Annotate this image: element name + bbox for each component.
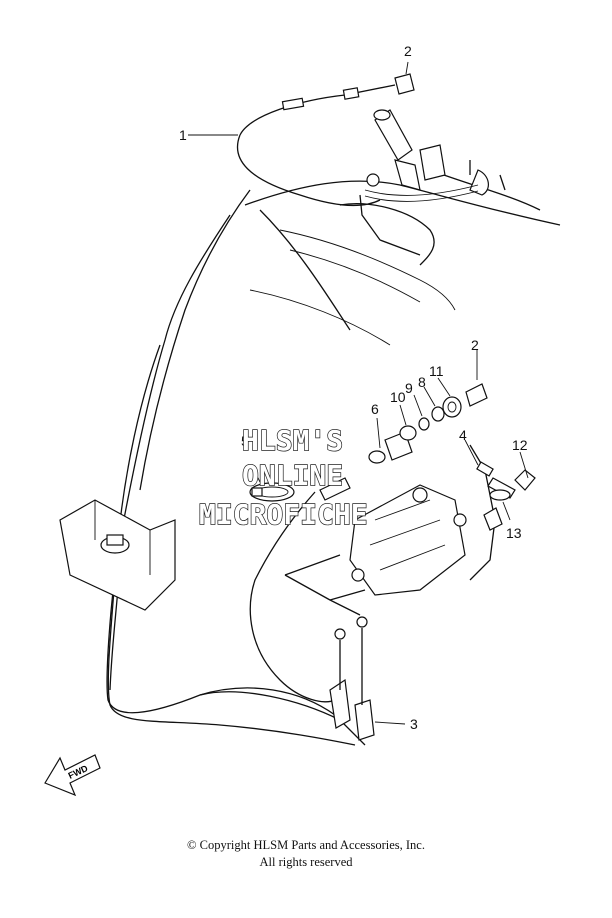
- hose-clamp: [249, 465, 295, 502]
- steering-assembly: [364, 109, 489, 202]
- copyright-line: © Copyright HLSM Parts and Accessories, …: [187, 838, 425, 852]
- fwd-arrow-icon: [44, 754, 101, 797]
- callout-2-right: 2: [471, 337, 479, 353]
- fitting-parts: [319, 61, 488, 501]
- throttle-cable: [188, 73, 415, 207]
- watermark: HLSM'S ONLINE MICROFICHE: [198, 423, 368, 531]
- callout-10: 10: [390, 389, 406, 405]
- callout-9: 9: [405, 380, 413, 396]
- callout-2-top: 2: [404, 43, 412, 59]
- watermark-line3: MICROFICHE: [199, 498, 368, 531]
- callout-1: 1: [179, 127, 187, 143]
- callout-3: 3: [410, 716, 418, 732]
- callout-11: 11: [429, 363, 444, 379]
- callout-6: 6: [371, 401, 379, 417]
- watermark-line2: ONLINE: [242, 459, 343, 492]
- rights-line: All rights reserved: [259, 855, 353, 869]
- lower-cable: [107, 344, 406, 746]
- callout-4: 4: [459, 427, 467, 443]
- pump-housing: [284, 484, 467, 616]
- cable-bracket: [59, 499, 176, 611]
- callout-8: 8: [418, 374, 426, 390]
- callout-13: 13: [506, 525, 522, 541]
- sensor-parts: [464, 439, 536, 581]
- callout-5: 5: [241, 433, 249, 449]
- callout-12: 12: [512, 437, 528, 453]
- watermark-line1: HLSM'S: [242, 424, 343, 457]
